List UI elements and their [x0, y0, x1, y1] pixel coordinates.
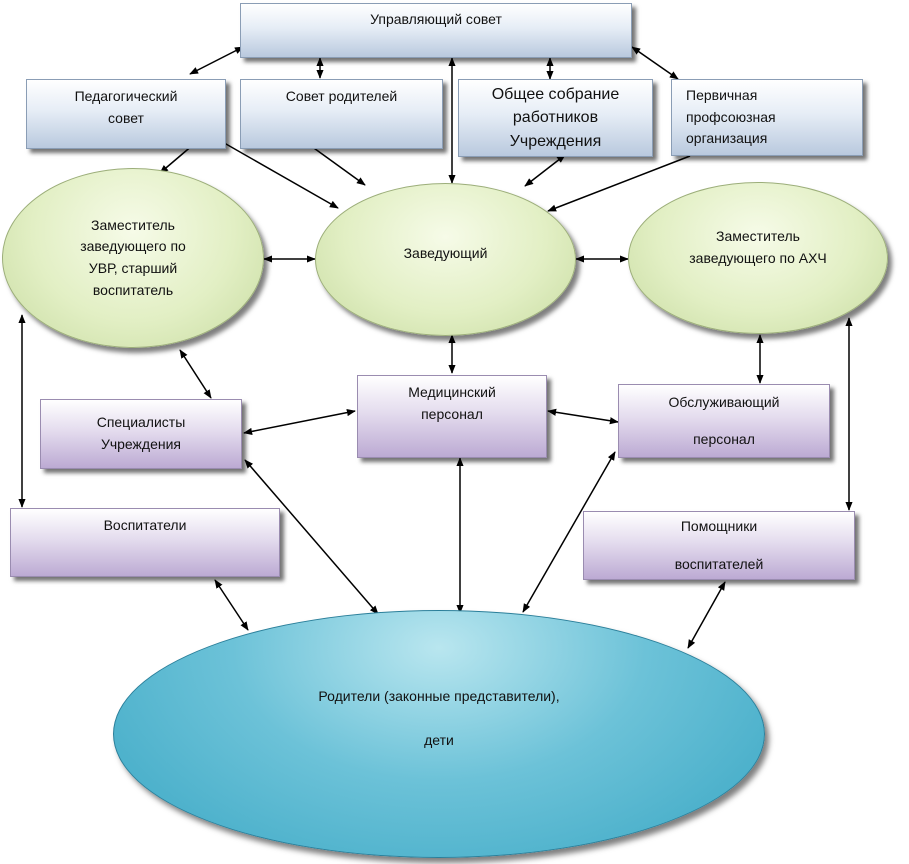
head-ellipse: Заведующий [315, 183, 576, 336]
deputy-ahch-ellipse: Заместитель заведующего по АХЧ [628, 182, 888, 334]
assistant-educators-box: Помощники воспитателей [583, 511, 855, 580]
head-label: Заведующий [403, 244, 488, 261]
arrow-trade-union-head [547, 155, 691, 212]
arrow-governing-pedagogical [189, 46, 244, 75]
trade-union-box: Первичная профсоюзная организация [671, 79, 863, 156]
arrow-assistants-parents [687, 581, 726, 649]
pedagogical-council-label: Педагогический совет [74, 88, 178, 126]
governing-council-box: Управляющий совет [240, 3, 632, 58]
general-meeting-label: Общее собрание работников Учреждения [491, 86, 620, 150]
service-staff-box: Обслуживающий персонал [618, 384, 830, 458]
parents-children-ellipse: Родители (законные представители), дети [113, 610, 765, 858]
deputy-ahch-label: Заместитель заведующего по АХЧ [689, 228, 827, 266]
arrow-pedagogical-head [211, 135, 339, 209]
educators-box: Воспитатели [10, 508, 280, 577]
medical-staff-box: Медицинский персонал [357, 375, 547, 458]
governing-council-label: Управляющий совет [370, 11, 502, 27]
trade-union-label: Первичная профсоюзная организация [686, 86, 776, 147]
arrow-general-meeting-head [524, 154, 566, 187]
general-meeting-box: Общее собрание работников Учреждения [458, 79, 653, 157]
pedagogical-council-box: Педагогический совет [26, 79, 226, 149]
arrow-educators-parents [214, 579, 249, 631]
educators-label: Воспитатели [103, 517, 187, 533]
specialists-label: Специалисты Учреждения [96, 414, 186, 452]
arrow-specialists-medical [243, 409, 356, 435]
arrow-service-parents [522, 451, 616, 613]
specialists-box: Специалисты Учреждения [40, 399, 242, 469]
deputy-uvr-ellipse: Заместитель заведующего по УВР, старший … [2, 168, 264, 348]
service-staff-label: Обслуживающий персонал [668, 393, 780, 448]
parents-children-label: Родители (законные представители), дети [318, 688, 560, 748]
arrow-governing-trade-union [631, 46, 679, 80]
parents-council-label: Совет родителей [285, 88, 398, 104]
arrow-specialists-parents [244, 459, 379, 615]
arrow-deputy-uvr-specialists [179, 349, 212, 399]
arrow-medical-service [547, 408, 619, 425]
medical-staff-label: Медицинский персонал [408, 384, 496, 422]
assistant-educators-label: Помощники воспитателей [674, 518, 764, 572]
deputy-uvr-label: Заместитель заведующего по УВР, старший … [80, 216, 186, 298]
parents-council-box: Совет родителей [240, 79, 443, 149]
